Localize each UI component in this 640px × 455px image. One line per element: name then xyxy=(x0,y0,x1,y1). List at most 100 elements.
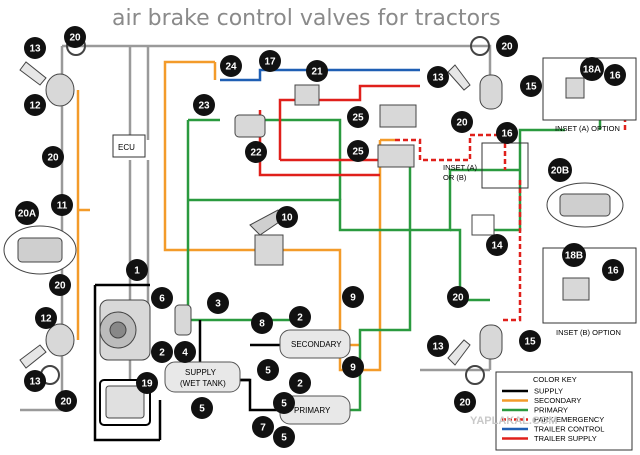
callout-c12b: 12 xyxy=(35,307,57,329)
valve-25-lower xyxy=(377,144,415,168)
inset-a-or-b-label-2: OR (B) xyxy=(443,173,467,182)
supply-tank-label-1: SUPPLY xyxy=(185,368,217,377)
color-key-row: PARK/EMERGENCY xyxy=(502,415,604,424)
callout-c20c: 20 xyxy=(42,146,64,168)
left-front-chamber xyxy=(19,36,86,107)
callout-c16a: 16 xyxy=(604,64,626,86)
primary-tank-label: PRIMARY xyxy=(294,406,331,415)
callout-label: 20 xyxy=(54,281,66,292)
abs-module-left xyxy=(3,225,77,275)
callout-label: 18A xyxy=(583,65,601,76)
supply-wet-tank: SUPPLY (WET TANK) xyxy=(164,361,241,393)
callout-label: 7 xyxy=(260,423,266,434)
callout-c13b: 13 xyxy=(427,66,449,88)
callout-c14: 14 xyxy=(486,234,508,256)
callout-c20e: 20 xyxy=(49,274,71,296)
valve-25-upper xyxy=(379,104,417,128)
right-front-chamber xyxy=(447,36,503,110)
callout-label: 13 xyxy=(432,342,444,353)
callout-label: 3 xyxy=(215,299,221,310)
callout-c7: 7 xyxy=(252,416,274,438)
inset-b-box: INSET (B) OPTION xyxy=(542,247,637,337)
callout-label: 20 xyxy=(47,153,59,164)
color-key-row: SECONDARY xyxy=(502,396,581,405)
callout-label: 20 xyxy=(69,33,81,44)
callout-label: 23 xyxy=(198,101,210,112)
callout-label: 16 xyxy=(607,266,619,277)
color-key-row: SUPPLY xyxy=(502,387,563,396)
callout-c2a: 2 xyxy=(151,341,173,363)
callout-label: 13 xyxy=(29,44,41,55)
color-key-row: PRIMARY xyxy=(502,406,568,415)
callout-label: 4 xyxy=(182,348,188,359)
callout-label: 13 xyxy=(432,73,444,84)
watermark: YAPLAKAL.COM xyxy=(470,415,558,427)
inset-a-or-b-box: INSET (A) OR (B) xyxy=(443,142,529,189)
callout-label: 19 xyxy=(141,379,153,390)
callout-label: 20 xyxy=(459,398,471,409)
callout-c13c: 13 xyxy=(427,335,449,357)
callout-c20f: 20 xyxy=(447,286,469,308)
callout-c20g: 20 xyxy=(55,390,77,412)
callout-c21: 21 xyxy=(306,60,328,82)
callout-c25a: 25 xyxy=(347,106,369,128)
color-key-label: TRAILER CONTROL xyxy=(534,425,604,434)
valve-21 xyxy=(294,84,320,106)
secondary-tank: SECONDARY xyxy=(279,329,351,359)
callout-c25b: 25 xyxy=(347,140,369,162)
callout-label: 8 xyxy=(259,319,265,330)
callout-c24: 24 xyxy=(220,55,242,77)
callout-label: 25 xyxy=(352,147,364,158)
callout-label: 5 xyxy=(281,399,287,410)
callout-label: 2 xyxy=(159,348,165,359)
callout-c17: 17 xyxy=(259,50,281,72)
callout-label: 9 xyxy=(350,293,356,304)
color-key: COLOR KEY SUPPLYSECONDARYPRIMARYPARK/EME… xyxy=(495,371,633,451)
callout-c5a: 5 xyxy=(257,359,279,381)
callout-c13d: 13 xyxy=(24,370,46,392)
callout-c20A: 20A xyxy=(15,201,39,225)
left-rear-chamber xyxy=(19,323,75,385)
callout-c2c: 2 xyxy=(289,372,311,394)
supply-tank-label-2: (WET TANK) xyxy=(180,379,226,388)
callout-c12a: 12 xyxy=(24,94,46,116)
callout-c5b: 5 xyxy=(191,397,213,419)
right-rear-chamber xyxy=(447,324,503,385)
callout-c6: 6 xyxy=(151,287,173,309)
diagram-title: air brake control valves for tractors xyxy=(112,6,501,31)
valve-22 xyxy=(234,114,266,138)
callout-label: 9 xyxy=(350,363,356,374)
color-key-label: TRAILER SUPPLY xyxy=(534,434,597,443)
callout-c5c: 5 xyxy=(273,392,295,414)
callout-c18b: 18B xyxy=(562,243,586,267)
callout-c4: 4 xyxy=(174,341,196,363)
callout-label: 5 xyxy=(199,404,205,415)
callout-label: 5 xyxy=(265,366,271,377)
callout-c18a: 18A xyxy=(580,57,604,81)
callout-c8: 8 xyxy=(251,312,273,334)
callout-c20b: 20 xyxy=(496,35,518,57)
callout-c2b: 2 xyxy=(289,306,311,328)
callout-c3: 3 xyxy=(207,292,229,314)
callout-label: 13 xyxy=(29,377,41,388)
inset-a-or-b-label-1: INSET (A) xyxy=(443,163,478,172)
callout-label: 20 xyxy=(452,293,464,304)
callout-label: 21 xyxy=(311,67,323,78)
callout-label: 20 xyxy=(60,397,72,408)
supply-lines xyxy=(93,283,280,442)
callout-label: 1 xyxy=(134,266,140,277)
callout-c19: 19 xyxy=(136,372,158,394)
callout-label: 20 xyxy=(501,42,513,53)
inset-b-option-label: INSET (B) OPTION xyxy=(556,328,621,337)
callout-c1: 1 xyxy=(126,259,148,281)
callout-label: 5 xyxy=(281,433,287,444)
callout-label: 15 xyxy=(525,82,537,93)
callout-c10: 10 xyxy=(276,206,298,228)
compressor xyxy=(99,299,192,361)
callout-c20B: 20B xyxy=(548,158,572,182)
color-key-label: SUPPLY xyxy=(534,387,563,396)
callout-label: 14 xyxy=(491,241,503,252)
callout-label: 16 xyxy=(501,129,513,140)
ecu-label: ECU xyxy=(118,143,135,152)
